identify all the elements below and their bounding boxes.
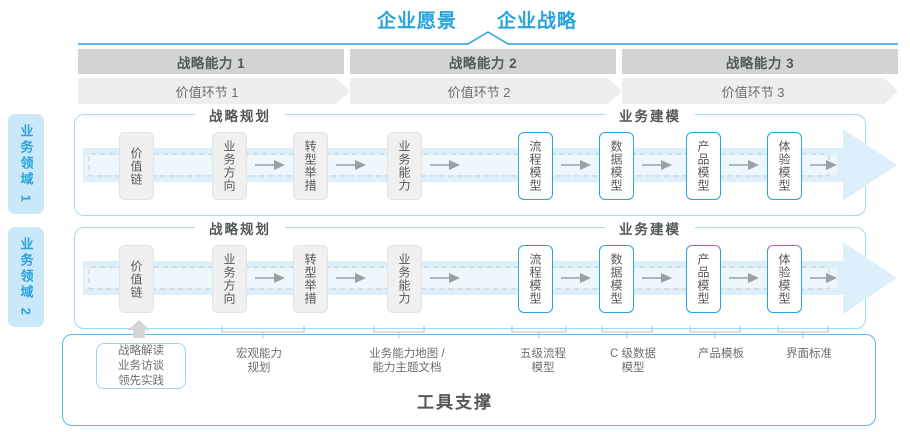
sidebar-item-business-domain-1[interactable]: 业务领域 1 [8,114,44,214]
process-node-3-row2[interactable]: 转型举措 [293,245,328,313]
flow-arrow-group [255,273,837,283]
process-flow-band [83,129,897,201]
value-chain-2: 价值环节 2 [447,84,511,100]
process-node-3-row1[interactable]: 转型举措 [293,132,328,200]
process-node-5-row2[interactable]: 流程模型 [518,245,553,313]
process-node-6-row2[interactable]: 数据模型 [599,245,634,313]
tool-support-label-3: 五级流程模型 [503,347,583,375]
tool-support-pill-line: 战略解读 [118,344,164,357]
process-node-8-row2[interactable]: 体验模型 [767,245,802,313]
tool-support-label-2: 业务能力地图 / 能力主题文档 [351,347,463,375]
flow-arrow-group [255,160,837,170]
tool-support-label-6: 界面标准 [769,347,849,361]
bracket-connector-group [128,320,829,338]
tool-support-pill-line: 领先实践 [118,374,164,387]
tool-support-label-line: 能力主题文档 [372,362,442,374]
process-node-4-row1[interactable]: 业务能力 [387,132,422,200]
tool-support-label-line: 规划 [247,362,271,374]
value-chain-1: 价值环节 1 [175,84,239,100]
tool-support-pill-line: 业务访谈 [118,359,164,372]
section-header-1-row2: 战略规划 [195,220,285,237]
tool-support-label-1: 宏观能力规划 [211,347,307,375]
business-domain-row-1: 价值链 业务方向 转型举措 业务能力 流程模型 数据模型 产品模型 体验模型 战略规划 业务建模 [74,107,897,216]
business-domain-row-2: 价值链 业务方向 转型举措 业务能力 流程模型 数据模型 产品模型 体验模型 战略规划 业务建模 [74,220,897,329]
process-node-1-row2[interactable]: 价值链 [119,245,154,313]
strategic-capability-1: 战略能力 1 [78,49,344,74]
process-node-2-row1[interactable]: 业务方向 [212,132,247,200]
process-node-4-row2[interactable]: 业务能力 [387,245,422,313]
section-header-1-row1: 战略规划 [195,107,285,124]
section-header-2-row2: 业务建模 [605,220,695,237]
strategy-title: 企业战略 [496,11,577,32]
tool-support-label-line: 宏观能力 [236,348,282,360]
process-node-5-row1[interactable]: 流程模型 [518,132,553,200]
value-chain-chevron-shapes [78,78,898,104]
process-node-1-row1[interactable]: 价值链 [119,132,154,200]
sidebar-item-business-domain-2[interactable]: 业务领域 2 [8,227,44,327]
section-header-2-row1: 业务建模 [605,107,695,124]
tool-support-label-line: 界面标准 [786,348,832,360]
tool-support-label-line: C 级数据 [610,348,656,360]
strategic-capability-3: 战略能力 3 [622,49,898,74]
tool-support-label-line: 产品模板 [698,348,744,360]
vision-strategy-connector-line [78,30,898,46]
strategic-capability-2: 战略能力 2 [350,49,616,74]
process-node-8-row1[interactable]: 体验模型 [767,132,802,200]
tool-support-label-line: 业务能力地图 / [369,348,445,360]
process-flow-band [83,242,897,314]
value-chain-header-row: 价值环节 1 价值环节 2 价值环节 3 [78,78,898,104]
process-node-7-row2[interactable]: 产品模型 [686,245,721,313]
tool-support-label-line: 模型 [531,362,555,374]
tool-support-label-line: 五级流程 [520,348,566,360]
process-node-6-row1[interactable]: 数据模型 [599,132,634,200]
process-node-2-row2[interactable]: 业务方向 [212,245,247,313]
process-node-7-row1[interactable]: 产品模型 [686,132,721,200]
tool-support-label-4: C 级数据模型 [593,347,673,375]
vision-title: 企业愿景 [376,11,457,32]
tool-support-label-line: 模型 [621,362,645,374]
tool-support-label-5: 产品模板 [681,347,761,361]
value-chain-3: 价值环节 3 [721,84,785,100]
tool-support-pill[interactable]: 战略解读业务访谈领先实践 [96,343,186,389]
tool-support-title: 工具支撑 [417,393,493,412]
